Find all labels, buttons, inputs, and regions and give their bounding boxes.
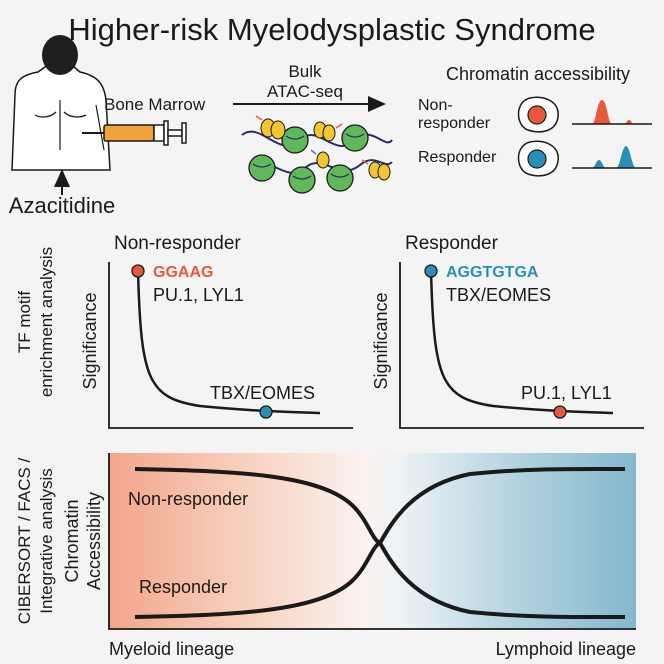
bone-marrow-label: Bone Marrow bbox=[104, 95, 206, 114]
left-bottom-motif-point bbox=[259, 405, 273, 419]
method-label-line1: Bulk bbox=[288, 62, 322, 81]
lineage-axes bbox=[108, 453, 636, 630]
patient-illustration bbox=[11, 35, 111, 171]
legend-nonresponder-line1: Non- bbox=[418, 97, 453, 114]
nonresponder-peak-track bbox=[572, 100, 652, 125]
right-top-label: TBX/EOMES bbox=[446, 285, 551, 305]
right-panel-ylabel: Significance bbox=[371, 292, 391, 389]
integrative-side-label-line2: Integrative analysis bbox=[37, 468, 56, 614]
responder-accessibility-curve bbox=[134, 466, 626, 619]
left-panel-title: Non-responder bbox=[114, 233, 241, 254]
lineage-gradient-panel bbox=[109, 453, 636, 629]
right-enrichment-curve bbox=[429, 270, 614, 415]
right-motif-logo: AGGTGTGA bbox=[446, 264, 539, 281]
syringe-icon bbox=[82, 120, 187, 146]
method-label-line2: ATAC-seq bbox=[267, 82, 343, 101]
chromatin-illustration bbox=[241, 115, 393, 194]
responder-peak-track bbox=[572, 146, 652, 169]
responder-curve-label: Responder bbox=[139, 577, 227, 597]
transcription-factor-icon bbox=[255, 115, 391, 181]
right-panel-axes bbox=[399, 262, 644, 429]
left-top-label: PU.1, LYL1 bbox=[153, 285, 244, 305]
left-bottom-label: TBX/EOMES bbox=[210, 383, 315, 403]
right-panel-title: Responder bbox=[405, 233, 499, 254]
accessibility-ylabel-line2: Accessibility bbox=[84, 492, 104, 590]
accessibility-title: Chromatin accessibility bbox=[446, 64, 630, 84]
tf-side-label-line1: TF motif bbox=[15, 291, 34, 354]
right-top-motif-point bbox=[424, 264, 438, 278]
nucleosome-icon bbox=[248, 124, 369, 194]
x-axis-right-label: Lymphoid lineage bbox=[496, 639, 636, 659]
page-title: Higher-risk Myelodysplastic Syndrome bbox=[68, 12, 595, 47]
responder-cell-icon bbox=[517, 140, 559, 177]
tf-side-label-line2: enrichment analysis bbox=[37, 247, 56, 397]
x-axis-left-label: Myeloid lineage bbox=[109, 639, 234, 659]
left-enrichment-curve bbox=[136, 270, 321, 415]
legend-nonresponder-line2: responder bbox=[418, 115, 491, 132]
nonresponder-cell-icon bbox=[517, 96, 559, 133]
nonresponder-curve-label: Non-responder bbox=[128, 489, 248, 509]
left-top-motif-point bbox=[131, 264, 145, 278]
legend-responder: Responder bbox=[418, 149, 497, 166]
right-bottom-label: PU.1, LYL1 bbox=[521, 383, 612, 403]
left-motif-logo: GGAAG bbox=[153, 264, 213, 281]
left-panel-axes bbox=[108, 262, 353, 429]
right-bottom-motif-point bbox=[553, 405, 567, 419]
integrative-side-label-line1: CIBERSORT / FACS / bbox=[15, 457, 34, 624]
accessibility-ylabel-line1: Chromatin bbox=[62, 499, 82, 582]
left-panel-ylabel: Significance bbox=[80, 292, 100, 389]
azacitidine-label: Azacitidine bbox=[9, 193, 115, 218]
